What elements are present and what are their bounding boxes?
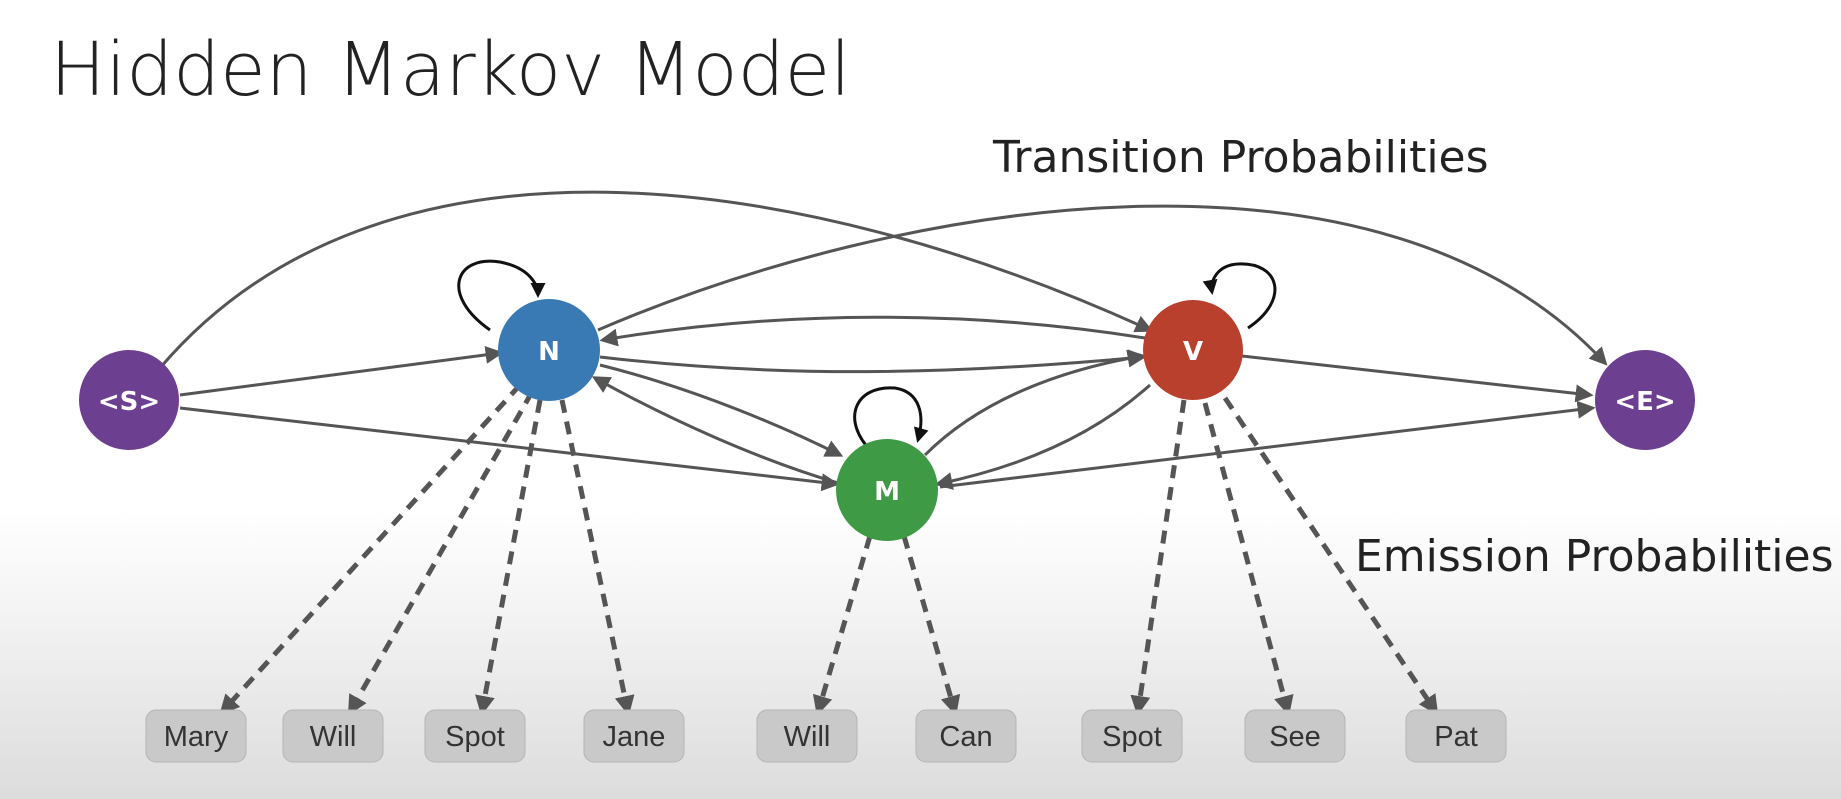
state-circle-modal (836, 439, 938, 541)
word-label: Will (784, 721, 831, 753)
edge-m-n (591, 376, 839, 485)
state-label-end: <E> (1614, 387, 1675, 417)
emission-m-will (812, 535, 873, 716)
state-node-end: <E> (1595, 350, 1695, 450)
emission-n-will (347, 390, 535, 716)
edge-m-v (923, 349, 1146, 457)
emission-v-spot (1130, 399, 1187, 716)
word-label: See (1269, 721, 1321, 753)
word-box-noun-jane: Jane (583, 709, 685, 763)
word-box-verb-see: See (1244, 709, 1346, 763)
word-label: Spot (445, 721, 505, 753)
edge-s-m (179, 406, 840, 492)
state-node-verb: V (1143, 300, 1243, 400)
state-circle-end (1595, 350, 1695, 450)
state-label-verb: V (1183, 337, 1203, 367)
state-node-start: <S> (79, 350, 179, 450)
edge-v-n (599, 315, 1146, 347)
self-loop-n (457, 259, 546, 332)
word-label: Can (939, 721, 992, 753)
emission-n-jane (559, 399, 635, 716)
word-label: Mary (164, 721, 229, 753)
self-loop-m (853, 386, 929, 454)
word-box-verb-spot: Spot (1081, 709, 1183, 763)
word-label: Pat (1434, 721, 1478, 753)
edge-m-e (939, 400, 1596, 489)
state-label-modal: M (874, 477, 900, 507)
edge-n-m (599, 363, 844, 457)
word-box-noun-will: Will (282, 709, 384, 763)
self-loop-v (1202, 262, 1277, 330)
emission-v-see (1202, 402, 1294, 716)
edge-n-e (597, 204, 1608, 366)
transition-probabilities-label: Transition Probabilities (992, 132, 1489, 183)
state-circle-noun (498, 299, 600, 401)
emission-v-pat (1222, 396, 1439, 716)
state-node-noun: N (498, 299, 600, 401)
word-box-modal-can: Can (915, 709, 1017, 763)
word-box-noun-mary: Mary (145, 709, 247, 763)
word-box-verb-pat: Pat (1405, 709, 1507, 763)
emission-probabilities-label: Emission Probabilities (1355, 531, 1834, 582)
word-box-modal-will: Will (756, 709, 858, 763)
edge-s-n (179, 345, 504, 397)
word-label: Spot (1102, 721, 1162, 753)
edge-v-m (934, 383, 1152, 490)
word-label: Jane (603, 721, 666, 753)
word-box-noun-spot: Spot (424, 709, 526, 763)
emission-n-spot (475, 399, 543, 716)
state-circle-verb (1143, 300, 1243, 400)
state-node-modal: M (836, 439, 938, 541)
state-circle-start (79, 350, 179, 450)
emission-n-mary (219, 383, 522, 715)
edge-n-v (599, 349, 1147, 374)
word-label: Will (310, 721, 357, 753)
slide-title: Hidden Markov Model (50, 27, 851, 113)
edge-s-v (158, 190, 1154, 369)
edge-v-e (1241, 354, 1594, 403)
emission-m-can (901, 535, 961, 716)
state-label-start: <S> (98, 387, 160, 417)
state-label-noun: N (538, 337, 560, 367)
